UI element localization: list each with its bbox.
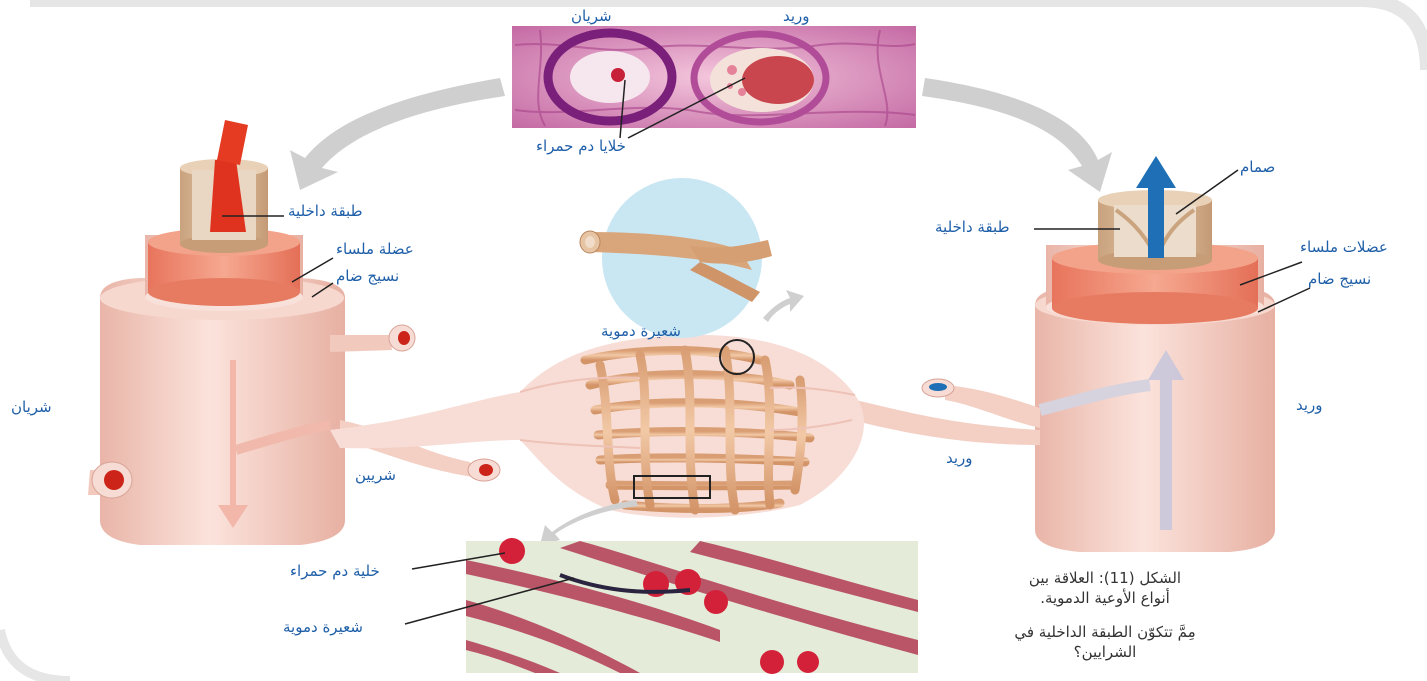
label-capillary-top: شعيرة دموية <box>601 322 681 340</box>
zoom-arrow-bottom <box>540 500 638 545</box>
flow-arrow-left <box>290 78 505 190</box>
artery-illustration <box>88 120 500 545</box>
label-capillary-bottom: شعيرة دموية <box>283 618 363 636</box>
flow-arrow-right <box>922 78 1112 192</box>
label-vein-valve: صمام <box>1240 158 1275 176</box>
label-top-artery: شريان <box>571 7 612 25</box>
label-arteriole: شريين <box>355 466 396 484</box>
caption-question-2: الشرايين؟ <box>1000 642 1210 662</box>
capillary-zoom-bubble <box>580 178 804 338</box>
label-top-vein: وريد <box>783 7 810 25</box>
caption-line-2: أنواع الأوعية الدموية. <box>1000 588 1210 608</box>
vein-illustration <box>852 156 1275 552</box>
label-vein: وريد <box>1296 396 1323 414</box>
label-vein-muscle: عضلات ملساء <box>1300 238 1388 256</box>
label-venule: وريد <box>946 449 973 467</box>
label-vein-connective: نسيج ضام <box>1308 270 1371 288</box>
label-artery-connective: نسيج ضام <box>336 267 399 285</box>
figure-caption: الشكل (11): العلاقة بين أنواع الأوعية ال… <box>1000 568 1210 662</box>
label-red-cells-top: خلايا دم حمراء <box>536 137 626 155</box>
histology-bottom-image <box>466 538 918 674</box>
caption-question-1: مِمَّ تتكوّن الطبقة الداخلية في <box>1000 622 1210 642</box>
caption-line-1: الشكل (11): العلاقة بين <box>1000 568 1210 588</box>
label-artery: شريان <box>11 398 52 416</box>
label-red-cell-bottom: خلية دم حمراء <box>290 562 380 580</box>
label-artery-muscle: عضلة ملساء <box>336 240 414 258</box>
label-vein-inner: طبقة داخلية <box>935 218 1010 236</box>
label-artery-inner: طبقة داخلية <box>288 202 363 220</box>
histology-top-image <box>512 26 916 128</box>
capillary-network <box>330 335 864 518</box>
